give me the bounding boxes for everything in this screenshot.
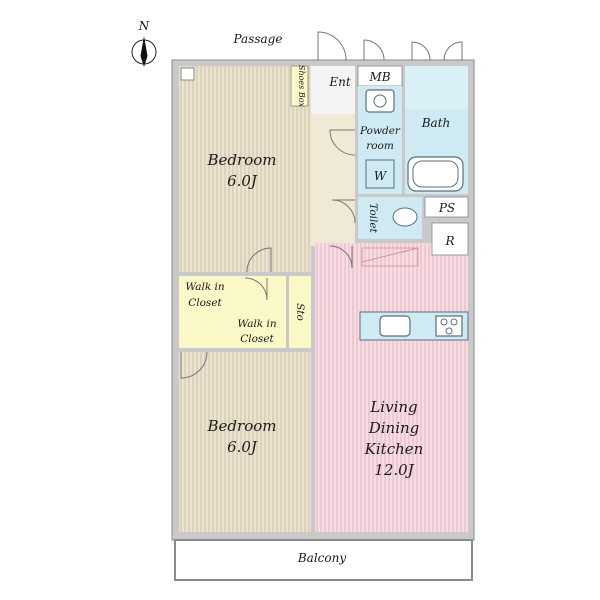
bedroom-bottom-label-1: Bedroom <box>207 417 277 435</box>
bathtub <box>407 156 464 192</box>
powder-room-label-2: room <box>366 140 394 152</box>
bedroom-bottom-label-2: 6.0J <box>227 438 258 456</box>
refrigerator <box>431 222 469 256</box>
compass: N <box>131 19 157 67</box>
bath-window-door-left <box>411 41 431 61</box>
toilet-bowl <box>392 207 418 227</box>
stove <box>435 315 463 337</box>
entrance <box>311 66 355 114</box>
sink-basin <box>373 94 387 108</box>
walk-in-closet-right-label-2: Closet <box>240 333 274 345</box>
balcony-label: Balcony <box>297 551 346 565</box>
compass-north-label: N <box>138 19 150 33</box>
storage-label: Sto <box>294 303 306 321</box>
washer-label: W <box>374 169 388 183</box>
room-bedroom-bottom <box>179 352 311 532</box>
pipe-space-label: PS <box>438 201 455 215</box>
kitchen-sink <box>379 315 411 337</box>
stove-burner-3 <box>445 327 453 335</box>
shoes-box <box>290 65 309 107</box>
stove-burner-2 <box>450 318 458 326</box>
wardrobe-corner <box>180 67 195 81</box>
ldk-label-4: 12.0J <box>374 461 414 479</box>
compass-needle <box>140 36 148 67</box>
ldk-door <box>329 245 353 269</box>
shoes-box-label: Shoes Box <box>297 65 306 108</box>
meter-box-label: MB <box>368 70 390 84</box>
ldk-label-3: Kitchen <box>364 440 424 458</box>
ldk-diagonal-counter <box>361 247 419 263</box>
balcony <box>174 539 473 581</box>
toilet-label: Toilet <box>367 203 379 233</box>
refrigerator-label: R <box>444 234 454 248</box>
powder-room-label-1: Powder <box>359 125 401 137</box>
ldk-label-1: Living <box>369 398 417 416</box>
entrance-label: Ent <box>328 75 350 89</box>
sink <box>365 89 395 113</box>
bedroom-bottom-door <box>180 351 208 379</box>
bedroom-top-label-2: 6.0J <box>227 172 258 190</box>
walk-in-closet-right <box>222 276 286 348</box>
room-bedroom-top <box>179 66 311 272</box>
passage-label: Passage <box>233 32 283 46</box>
pipe-space <box>424 196 469 218</box>
storage <box>289 276 311 348</box>
ldk-label-2: Dining <box>368 419 420 437</box>
bath-door-area <box>405 66 468 109</box>
bath-label: Bath <box>421 116 451 130</box>
walk-in-closet-right-label-1: Walk in <box>237 318 277 330</box>
walk-in-closet-left-label-2: Closet <box>188 297 222 309</box>
bath-window-door-right <box>443 41 463 61</box>
hall-door-top <box>329 129 356 156</box>
walk-in-closet-door <box>244 277 268 301</box>
bedroom-top-door <box>246 247 272 273</box>
washer-box <box>365 159 395 189</box>
entry-door <box>317 31 347 61</box>
room-ldk <box>315 243 468 532</box>
hallway <box>311 114 355 246</box>
bathtub-inner <box>412 160 459 188</box>
walk-in-closet-left-label-1: Walk in <box>185 281 225 293</box>
bedroom-top-label-1: Bedroom <box>207 151 277 169</box>
stove-burner-1 <box>440 318 448 326</box>
mb-door <box>363 39 385 61</box>
ldk-entry-mat <box>361 247 419 267</box>
toilet-door <box>331 199 356 224</box>
